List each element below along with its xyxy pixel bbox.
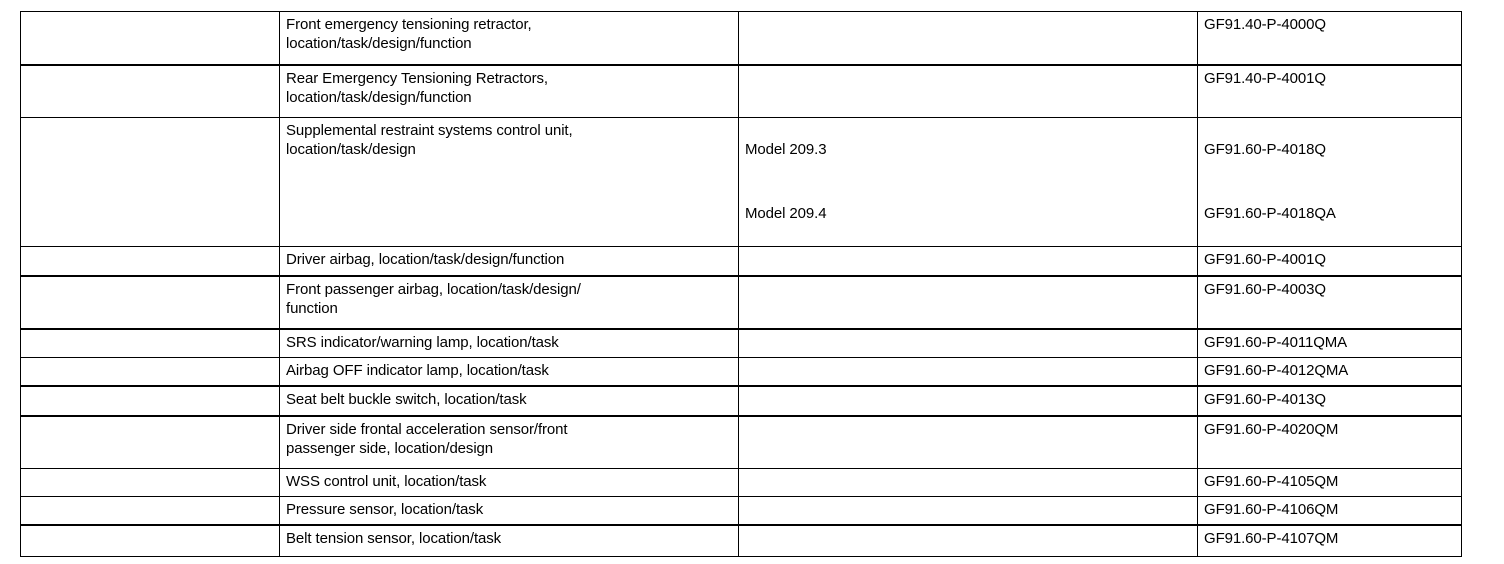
row-document-number: GF91.60-P-4013Q xyxy=(1197,385,1462,417)
row-blank-cell xyxy=(20,11,280,66)
row-document-number: GF91.40-P-4000Q xyxy=(1197,11,1462,66)
table-row: Belt tension sensor, location/task GF91.… xyxy=(20,524,1462,557)
row-description: Pressure sensor, location/task xyxy=(279,496,739,526)
row-model xyxy=(738,275,1198,330)
row-model-secondary: Model 209.4 xyxy=(745,205,827,222)
row-description: Driver side frontal acceleration sensor/… xyxy=(279,415,739,469)
row-model-primary: Model 209.3 xyxy=(745,141,827,158)
row-description: SRS indicator/warning lamp, location/tas… xyxy=(279,328,739,358)
table-body: Front emergency tensioning retractor, lo… xyxy=(20,11,1462,557)
table-row: Airbag OFF indicator lamp, location/task… xyxy=(20,357,1462,387)
row-model xyxy=(738,385,1198,417)
row-description: Front passenger airbag, location/task/de… xyxy=(279,275,739,330)
row-description: WSS control unit, location/task xyxy=(279,468,739,497)
row-description: Airbag OFF indicator lamp, location/task xyxy=(279,357,739,387)
row-blank-cell xyxy=(20,357,280,387)
row-blank-cell xyxy=(20,468,280,497)
row-description: Belt tension sensor, location/task xyxy=(279,524,739,557)
row-document-number-secondary: GF91.60-P-4018QA xyxy=(1204,205,1336,222)
row-model xyxy=(738,357,1198,387)
row-description: Rear Emergency Tensioning Retractors, lo… xyxy=(279,64,739,118)
row-model xyxy=(738,328,1198,358)
row-document-number: GF91.60-P-4012QMA xyxy=(1197,357,1462,387)
row-description: Front emergency tensioning retractor, lo… xyxy=(279,11,739,66)
row-document-number: GF91.60-P-4003Q xyxy=(1197,275,1462,330)
row-blank-cell xyxy=(20,64,280,118)
row-model xyxy=(738,64,1198,118)
row-document-number: GF91.60-P-4105QM xyxy=(1197,468,1462,497)
row-blank-cell xyxy=(20,246,280,277)
row-blank-cell xyxy=(20,415,280,469)
table-row: Driver side frontal acceleration sensor/… xyxy=(20,415,1462,469)
row-model xyxy=(738,11,1198,66)
table-row: Rear Emergency Tensioning Retractors, lo… xyxy=(20,64,1462,118)
row-model xyxy=(738,415,1198,469)
row-blank-cell xyxy=(20,496,280,526)
row-document-number: GF91.60-P-4001Q xyxy=(1197,246,1462,277)
table-row: Driver airbag, location/task/design/func… xyxy=(20,246,1462,277)
row-blank-cell xyxy=(20,328,280,358)
row-model xyxy=(738,496,1198,526)
table-row: SRS indicator/warning lamp, location/tas… xyxy=(20,328,1462,358)
row-document-number: GF91.40-P-4001Q xyxy=(1197,64,1462,118)
row-description: Driver airbag, location/task/design/func… xyxy=(279,246,739,277)
table-row: Pressure sensor, location/task GF91.60-P… xyxy=(20,496,1462,526)
row-document-number: GF91.60-P-4011QMA xyxy=(1197,328,1462,358)
table-row: WSS control unit, location/task GF91.60-… xyxy=(20,468,1462,497)
row-document-number: GF91.60-P-4106QM xyxy=(1197,496,1462,526)
row-description: Seat belt buckle switch, location/task xyxy=(279,385,739,417)
row-model-group: Model 209.3 Model 209.4 xyxy=(738,117,1198,247)
table-row: Supplemental restraint systems control u… xyxy=(20,117,1462,247)
row-description: Supplemental restraint systems control u… xyxy=(279,117,739,247)
table-row: Front passenger airbag, location/task/de… xyxy=(20,275,1462,330)
table-row: Front emergency tensioning retractor, lo… xyxy=(20,11,1462,66)
row-blank-cell xyxy=(20,524,280,557)
row-document-number: GF91.60-P-4107QM xyxy=(1197,524,1462,557)
row-model xyxy=(738,468,1198,497)
document-reference-table: Front emergency tensioning retractor, lo… xyxy=(20,11,1462,557)
table-row: Seat belt buckle switch, location/task G… xyxy=(20,385,1462,417)
row-document-number: GF91.60-P-4020QM xyxy=(1197,415,1462,469)
row-document-number-group: GF91.60-P-4018Q GF91.60-P-4018QA xyxy=(1197,117,1462,247)
row-document-number-primary: GF91.60-P-4018Q xyxy=(1204,141,1326,158)
row-blank-cell xyxy=(20,385,280,417)
row-model xyxy=(738,524,1198,557)
row-blank-cell xyxy=(20,117,280,247)
row-model xyxy=(738,246,1198,277)
row-blank-cell xyxy=(20,275,280,330)
